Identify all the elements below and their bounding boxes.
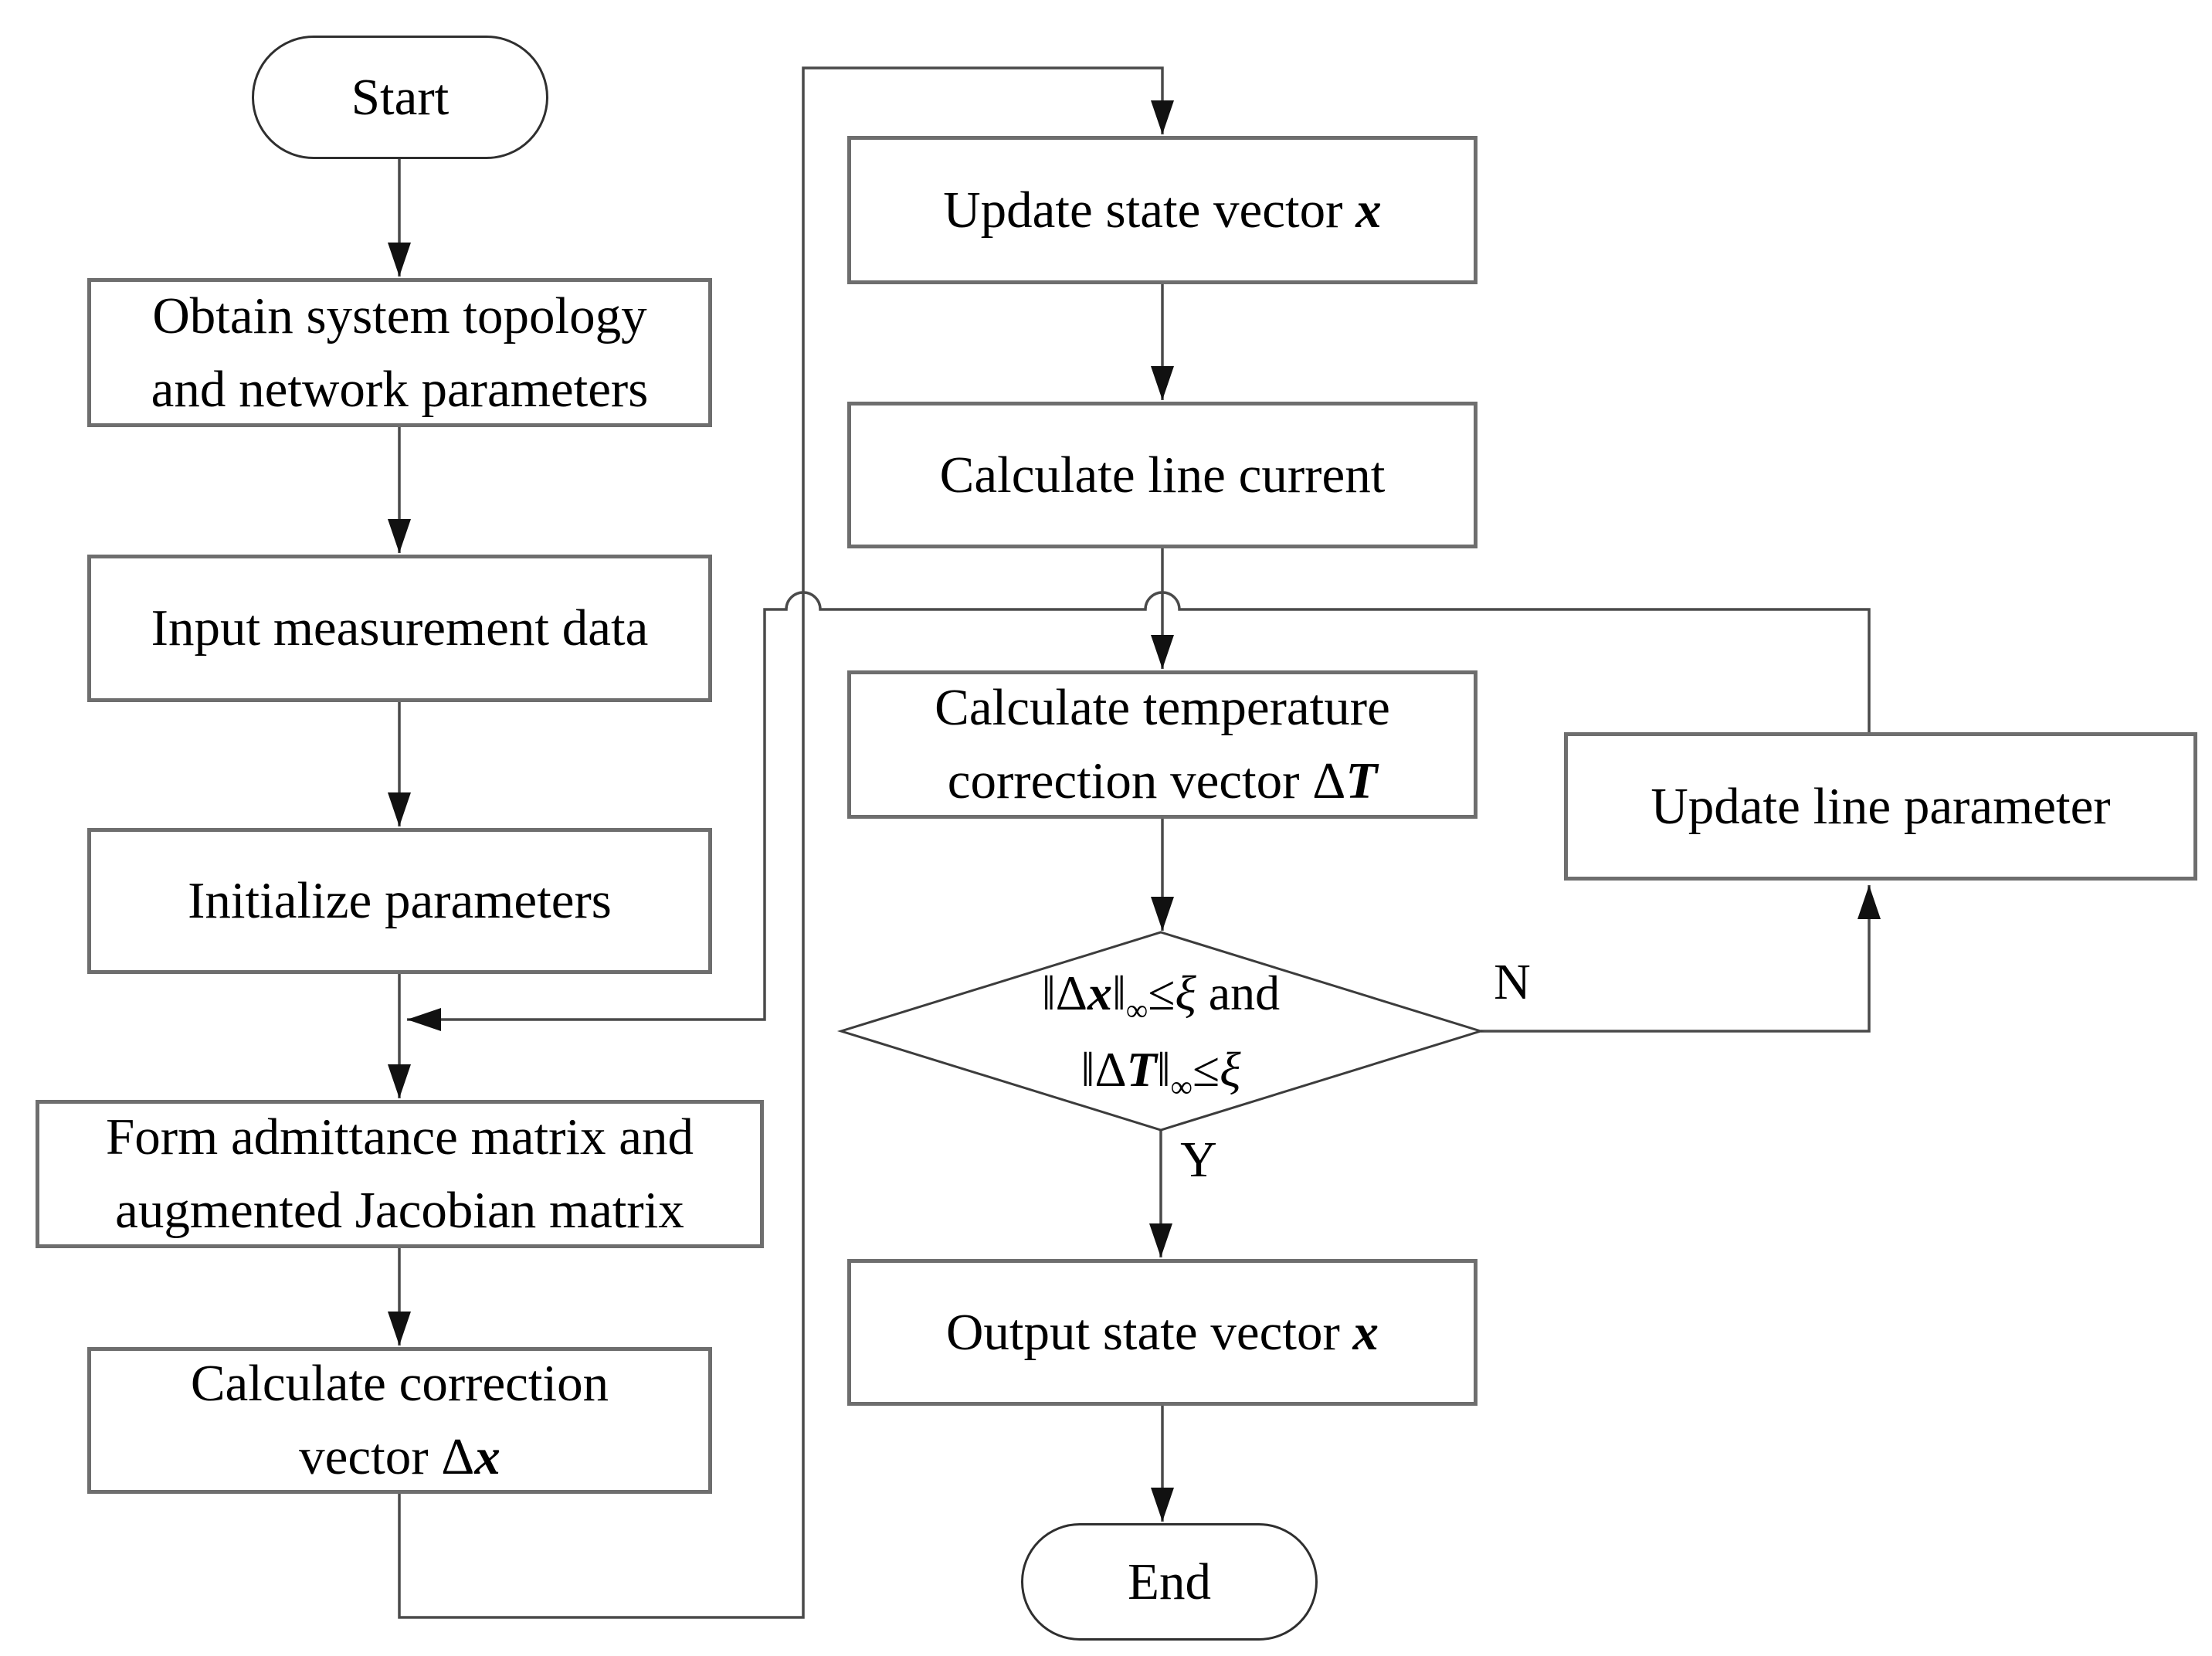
calc-correction-line2: vector Δx (299, 1428, 500, 1485)
update-state-label: Update state vector x (943, 181, 1382, 239)
calc-temp-line1: Calculate temperature (935, 679, 1390, 736)
node-initialize: Initialize parameters (87, 828, 712, 974)
node-input-data: Input measurement data (87, 555, 712, 702)
calc-line-current-label: Calculate line current (939, 446, 1386, 504)
label-yes: Y (1180, 1132, 1217, 1188)
delta-x-symbol: x (474, 1428, 500, 1485)
node-update-state: Update state vector x (847, 136, 1477, 284)
form-line1: Form admittance matrix and (106, 1108, 694, 1166)
edge-update-param-feedback (407, 591, 1871, 1031)
calc-temp-line2: correction vector ΔT (947, 752, 1378, 809)
decision-condition: ‖Δx‖∞≤ξ and ‖ΔT‖∞≤ξ (841, 932, 1481, 1130)
start-label: Start (351, 68, 450, 126)
input-label: Input measurement data (151, 599, 649, 657)
label-no: N (1494, 954, 1531, 1010)
node-calc-temperature: Calculate temperature correction vector … (847, 670, 1477, 819)
update-line-parameter-label: Update line parameter (1651, 777, 2111, 835)
node-update-line-parameter: Update line parameter (1564, 732, 2197, 881)
obtain-line2: and network parameters (151, 360, 649, 418)
initialize-label: Initialize parameters (188, 872, 612, 929)
node-end: End (1021, 1523, 1318, 1641)
decision-line1: ‖Δx‖∞≤ξ and (1041, 965, 1281, 1027)
node-output-state: Output state vector x (847, 1259, 1477, 1406)
decision-diamond (836, 931, 1485, 1132)
output-state-label: Output state vector x (945, 1303, 1379, 1361)
edge-correction-to-update-state (398, 66, 1174, 1619)
obtain-line1: Obtain system topology (152, 287, 647, 344)
x-symbol: x (1352, 1303, 1379, 1361)
node-calc-line-current: Calculate line current (847, 402, 1477, 548)
delta-t-symbol: T (1345, 752, 1378, 809)
x-symbol: x (1355, 181, 1382, 239)
calc-correction-line1: Calculate correction (190, 1355, 609, 1412)
edge-decision-no-to-update-param (1481, 885, 1881, 1033)
node-form-matrix: Form admittance matrix and augmented Jac… (36, 1100, 764, 1248)
end-label: End (1128, 1552, 1211, 1610)
form-line2: augmented Jacobian matrix (115, 1182, 684, 1239)
decision-line2: ‖ΔT‖∞≤ξ (1081, 1042, 1241, 1104)
node-calc-correction: Calculate correction vector Δx (87, 1347, 712, 1494)
node-start: Start (252, 36, 548, 159)
node-obtain-topology: Obtain system topology and network param… (87, 278, 712, 427)
